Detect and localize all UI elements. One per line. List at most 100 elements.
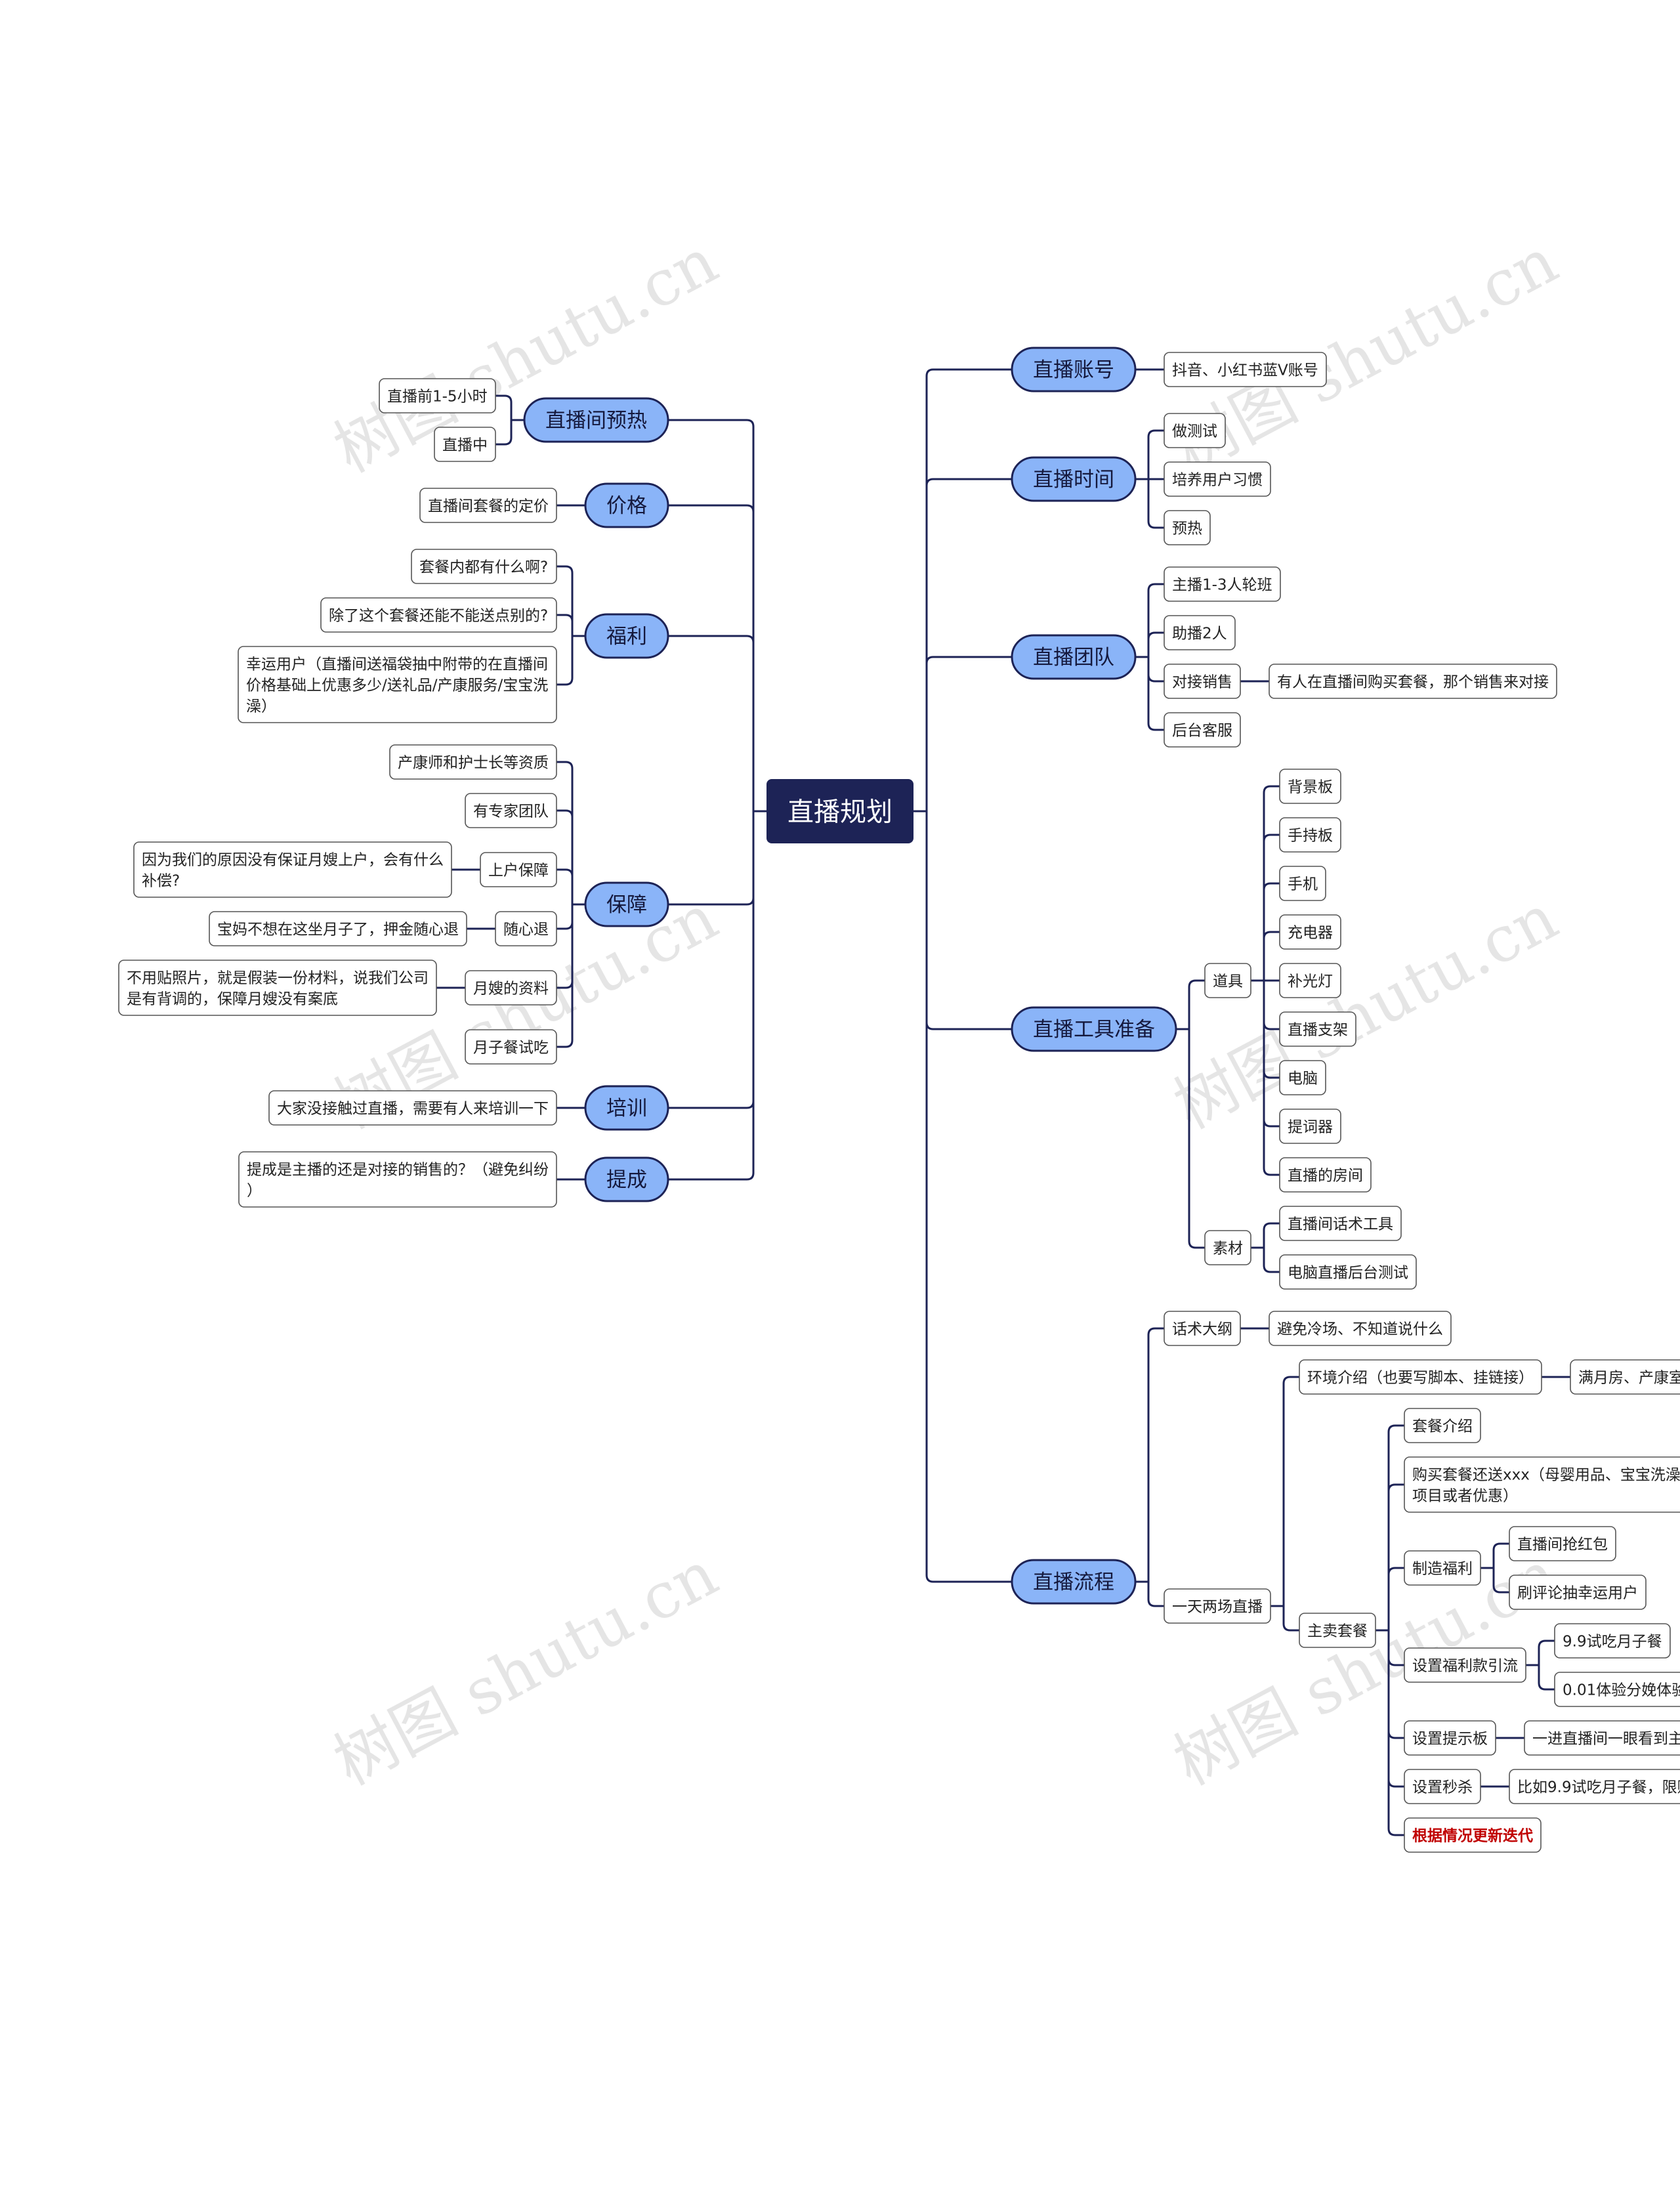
watermark-text: 树图 shutu.cn [1162,880,1568,1143]
topic-node[interactable]: 直播支架 [1279,1011,1356,1047]
topic-box [1554,1623,1671,1659]
topic-node[interactable]: 做测试 [1164,413,1226,448]
topic-box [1509,1769,1680,1804]
node-label: 月子餐试吃 [473,1039,549,1056]
node-label: 抖音、小红书蓝V账号 [1172,362,1318,379]
branch-node[interactable]: 直播间预热 [523,397,669,443]
branch-node[interactable]: 直播流程 [1011,1559,1137,1605]
topic-node[interactable]: 直播中 [434,427,496,462]
topic-node[interactable]: 助播2人 [1164,615,1236,650]
connector [914,810,1012,1583]
topic-node[interactable]: 电脑 [1279,1060,1326,1095]
branch-node[interactable]: 直播账号 [1011,347,1137,392]
topic-node[interactable]: 培养用户习惯 [1164,461,1271,497]
branch-node[interactable]: 直播团队 [1011,634,1137,680]
node-label: 大家没接触过直播，需要有人来培训一下 [277,1100,549,1117]
topic-node[interactable]: 设置提示板 [1404,1720,1496,1756]
topic-box [268,1090,557,1126]
topic-node[interactable]: 直播间套餐的定价 [419,488,557,523]
topic-node[interactable]: 道具 [1204,963,1251,998]
topic-node[interactable]: 购买套餐还送xxx（母婴用品、宝宝洗澡、产康项目或者优惠） [1404,1456,1680,1513]
topic-node[interactable]: 一天两场直播 [1164,1588,1271,1624]
connector [1176,1028,1205,1249]
topic-node[interactable]: 直播间话术工具 [1279,1206,1402,1241]
topic-node[interactable]: 套餐介绍 [1404,1408,1481,1443]
topic-node[interactable]: 预热 [1164,510,1211,545]
connector [668,635,766,813]
topic-node[interactable]: 大家没接触过直播，需要有人来培训一下 [268,1090,557,1126]
topic-node[interactable]: 一进直播间一眼看到主题 [1524,1720,1680,1756]
branch-node[interactable]: 提成 [584,1156,669,1202]
topic-node[interactable]: 设置秒杀 [1404,1769,1481,1804]
topic-node[interactable]: 满月房、产康室、护士站等.... [1570,1359,1680,1395]
topic-node[interactable]: 比如9.9试吃月子餐，限购5份 [1509,1769,1680,1804]
connector [556,635,585,686]
topic-box [465,1029,557,1065]
branch-node[interactable]: 保障 [584,881,669,927]
topic-node[interactable]: 直播的房间 [1279,1157,1372,1193]
topic-node[interactable]: 9.9试吃月子餐 [1554,1623,1671,1659]
topic-node[interactable]: 提成是主播的还是对接的销售的？（避免纠纷） [238,1151,557,1208]
node-label: 背景板 [1288,778,1333,795]
connector [1135,429,1164,480]
topic-node[interactable]: 设置福利款引流 [1404,1647,1526,1683]
topic-node[interactable]: 月子餐试吃 [465,1029,557,1065]
topic-node[interactable]: 背景板 [1279,769,1341,804]
topic-node[interactable]: 充电器 [1279,914,1341,950]
connector [1480,1567,1509,1594]
topic-box [1279,817,1341,853]
topic-node[interactable]: 避免冷场、不知道说什么 [1269,1311,1452,1346]
branch-node[interactable]: 福利 [584,613,669,659]
topic-node[interactable]: 抖音、小红书蓝V账号 [1164,352,1327,387]
topic-node[interactable]: 宝妈不想在这坐月子了，押金随心退 [209,911,467,946]
topic-node[interactable]: 产康师和护士长等资质 [389,744,557,780]
topic-node[interactable]: 套餐内都有什么啊? [411,549,557,584]
topic-node[interactable]: 月嫂的资料 [465,970,557,1005]
topic-node[interactable]: 对接销售 [1164,664,1241,699]
topic-box [1279,963,1341,998]
node-label: 随心退 [503,921,549,938]
topic-node[interactable]: 制造福利 [1404,1550,1481,1586]
topic-node[interactable]: 直播前1-5小时 [379,378,496,413]
topic-box [1279,769,1341,804]
topic-node[interactable]: 有专家团队 [465,793,557,828]
topic-node[interactable]: 主卖套餐 [1299,1613,1376,1648]
topic-node[interactable]: 幸运用户（直播间送福袋抽中附带的在直播间价格基础上优惠多少/送礼品/产康服务/宝… [238,646,557,723]
topic-node[interactable]: 直播间抢红包 [1509,1526,1616,1561]
topic-node[interactable]: 话术大纲 [1164,1311,1241,1346]
branch-node[interactable]: 培训 [584,1085,669,1131]
topic-node[interactable]: 补光灯 [1279,963,1341,998]
branch-node[interactable]: 直播时间 [1011,456,1137,502]
topic-box [1404,1647,1526,1683]
topic-node[interactable]: 上户保障 [480,852,557,887]
topic-node[interactable]: 除了这个套餐还能不能送点别的? [320,597,557,633]
root-node[interactable]: 直播规划 [766,779,914,843]
topic-node[interactable]: 手持板 [1279,817,1341,853]
topic-node[interactable]: 手机 [1279,866,1326,901]
topic-node[interactable]: 提词器 [1279,1109,1341,1144]
topic-node[interactable]: 主播1-3人轮班 [1164,566,1281,602]
branch-node[interactable]: 价格 [584,482,669,528]
topic-node[interactable]: 刷评论抽幸运用户 [1509,1575,1647,1610]
topic-node[interactable]: 电脑直播后台测试 [1279,1254,1417,1290]
topic-node[interactable]: 素材 [1204,1230,1251,1265]
topic-node[interactable]: 有人在直播间购买套餐，那个销售来对接 [1269,664,1557,699]
topic-node[interactable]: 随心退 [495,911,557,946]
topic-node[interactable]: 0.01体验分娩体验 [1554,1672,1680,1707]
topic-box [1164,461,1271,497]
branch-bubble [584,482,669,528]
node-label: 预热 [1172,520,1202,537]
topic-box [1164,510,1211,545]
topic-box [1279,1206,1402,1241]
node-label: 直播时间 [1033,468,1114,492]
topic-node[interactable]: 根据情况更新迭代 [1404,1817,1542,1853]
topic-node[interactable]: 后台客服 [1164,712,1241,748]
branch-node[interactable]: 直播工具准备 [1011,1006,1177,1052]
topic-box [434,427,496,462]
node-label: 直播账号 [1033,358,1114,382]
node-label: 价格基础上优惠多少/送礼品/产康服务/宝宝洗 [246,677,548,694]
topic-box [1299,1359,1542,1395]
topic-node[interactable]: 环境介绍（也要写脚本、挂链接） [1299,1359,1542,1395]
